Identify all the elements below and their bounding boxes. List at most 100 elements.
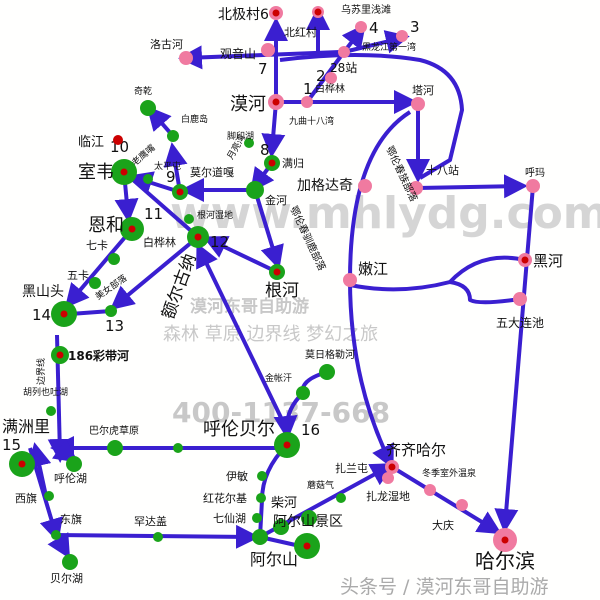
- map-node[interactable]: 蘑菇气: [307, 479, 346, 503]
- node-number: 11: [144, 205, 163, 223]
- node-label: 金河: [265, 193, 287, 207]
- map-node[interactable]: 临江: [78, 135, 123, 150]
- node-marker: [424, 484, 436, 496]
- map-node[interactable]: 脚印湖: [227, 130, 254, 148]
- node-number: 4: [369, 19, 379, 37]
- map-node[interactable]: 七仙湖: [213, 512, 262, 525]
- node-label: 28站: [330, 61, 357, 75]
- map-node[interactable]: 西旗: [15, 491, 54, 505]
- node-label: 加格达奇: [297, 177, 353, 194]
- map-node[interactable]: 柴河: [271, 496, 297, 535]
- map-node[interactable]: 扎龙湿地: [366, 472, 410, 503]
- node-label: 柴河: [271, 496, 297, 511]
- node-marker: [411, 97, 425, 111]
- map-node[interactable]: [301, 510, 317, 526]
- map-node[interactable]: 乌苏里浅滩 4: [341, 3, 391, 37]
- map-node[interactable]: 五大连池: [496, 292, 544, 330]
- route-line: [390, 465, 502, 535]
- node-center-dot: [388, 463, 396, 471]
- map-node[interactable]: 胡列也吐湖: [23, 386, 68, 416]
- node-marker: [456, 499, 468, 511]
- map-node[interactable]: [312, 6, 324, 18]
- map-node[interactable]: 呼伦湖: [54, 456, 87, 485]
- node-marker: [153, 532, 163, 542]
- map-node[interactable]: 哈尔滨: [475, 528, 535, 573]
- node-label: 恩和: [88, 215, 124, 236]
- node-marker: [257, 471, 267, 481]
- map-node[interactable]: 太平屯: [143, 160, 181, 184]
- map-node[interactable]: 莫日格勒河: [305, 348, 355, 380]
- node-label: 七仙湖: [213, 512, 246, 525]
- map-node[interactable]: 伊敏: [226, 469, 267, 483]
- node-label: 阿尔山景区: [273, 514, 343, 530]
- map-node[interactable]: 黑河: [518, 252, 563, 270]
- map-node[interactable]: 塔河: [411, 84, 434, 111]
- node-marker: [173, 443, 183, 453]
- map-node[interactable]: 186彩带河: [51, 346, 129, 364]
- map-node[interactable]: 恩和 11: [88, 205, 163, 241]
- node-label: 太平屯: [154, 160, 181, 172]
- map-node[interactable]: 齐齐哈尔: [385, 441, 446, 474]
- node-label: 莫日格勒河: [305, 348, 355, 361]
- map-node[interactable]: 阿尔山景区: [273, 514, 343, 559]
- node-label: 临江: [78, 135, 104, 150]
- map-node[interactable]: 巴尔虎草原: [89, 424, 139, 456]
- route-line: [261, 101, 286, 158]
- node-label: 巴尔虎草原: [89, 424, 139, 437]
- watermark-site: www.mhlydg.com: [170, 188, 600, 239]
- map-node[interactable]: 罕达盖: [134, 514, 167, 542]
- map-node[interactable]: 贝尔湖: [50, 554, 83, 585]
- map-node[interactable]: 金帐汗: [265, 372, 310, 400]
- node-label: 十八站: [426, 163, 459, 177]
- map-node[interactable]: 大庆: [432, 499, 468, 532]
- map-node[interactable]: 满归8: [260, 141, 304, 171]
- map-node[interactable]: [173, 443, 183, 453]
- node-label: 嫩江: [358, 260, 388, 278]
- node-label: 齐齐哈尔: [386, 441, 446, 459]
- map-node[interactable]: 根河: [265, 264, 299, 301]
- map-node[interactable]: 奇乾: [134, 85, 156, 116]
- node-center-dot: [283, 441, 291, 449]
- map-node[interactable]: 白鹿岛: [167, 113, 208, 142]
- node-label: 大庆: [432, 518, 454, 532]
- node-label: 哈尔滨: [475, 549, 535, 573]
- map-node[interactable]: 嫩江: [343, 260, 388, 287]
- map-node[interactable]: 13: [105, 305, 124, 335]
- node-label: 贝尔湖: [50, 572, 83, 585]
- map-node[interactable]: 十八站: [409, 163, 459, 195]
- node-marker: [256, 493, 266, 503]
- map-node[interactable]: 红花尔基: [203, 492, 266, 505]
- node-marker: [44, 491, 54, 501]
- node-label: 西旗: [15, 491, 37, 505]
- node-marker: [179, 51, 193, 65]
- map-node[interactable]: 加格达奇: [297, 177, 372, 194]
- node-center-dot: [113, 135, 123, 145]
- map-node[interactable]: 12: [187, 226, 229, 251]
- map-node[interactable]: 根河湿地: [184, 209, 233, 224]
- map-node[interactable]: 五卡: [67, 269, 101, 289]
- node-marker: [167, 130, 179, 142]
- node-center-dot: [56, 351, 64, 359]
- map-node[interactable]: 阿尔山: [250, 529, 298, 569]
- map-node[interactable]: 漠河: [230, 94, 284, 115]
- map-node[interactable]: 七卡: [86, 239, 120, 265]
- map-node[interactable]: 冬季室外温泉: [422, 467, 476, 496]
- map-node[interactable]: 洛古河: [150, 37, 193, 65]
- node-label: 乌苏里浅滩: [341, 3, 391, 16]
- map-node[interactable]: 金河: [246, 181, 287, 207]
- map-node[interactable]: 呼玛: [525, 167, 545, 193]
- map-node[interactable]: 北极村6: [218, 6, 283, 23]
- node-center-dot: [120, 168, 128, 176]
- map-node[interactable]: 28站: [330, 46, 357, 75]
- map-node[interactable]: 东旗: [51, 512, 82, 540]
